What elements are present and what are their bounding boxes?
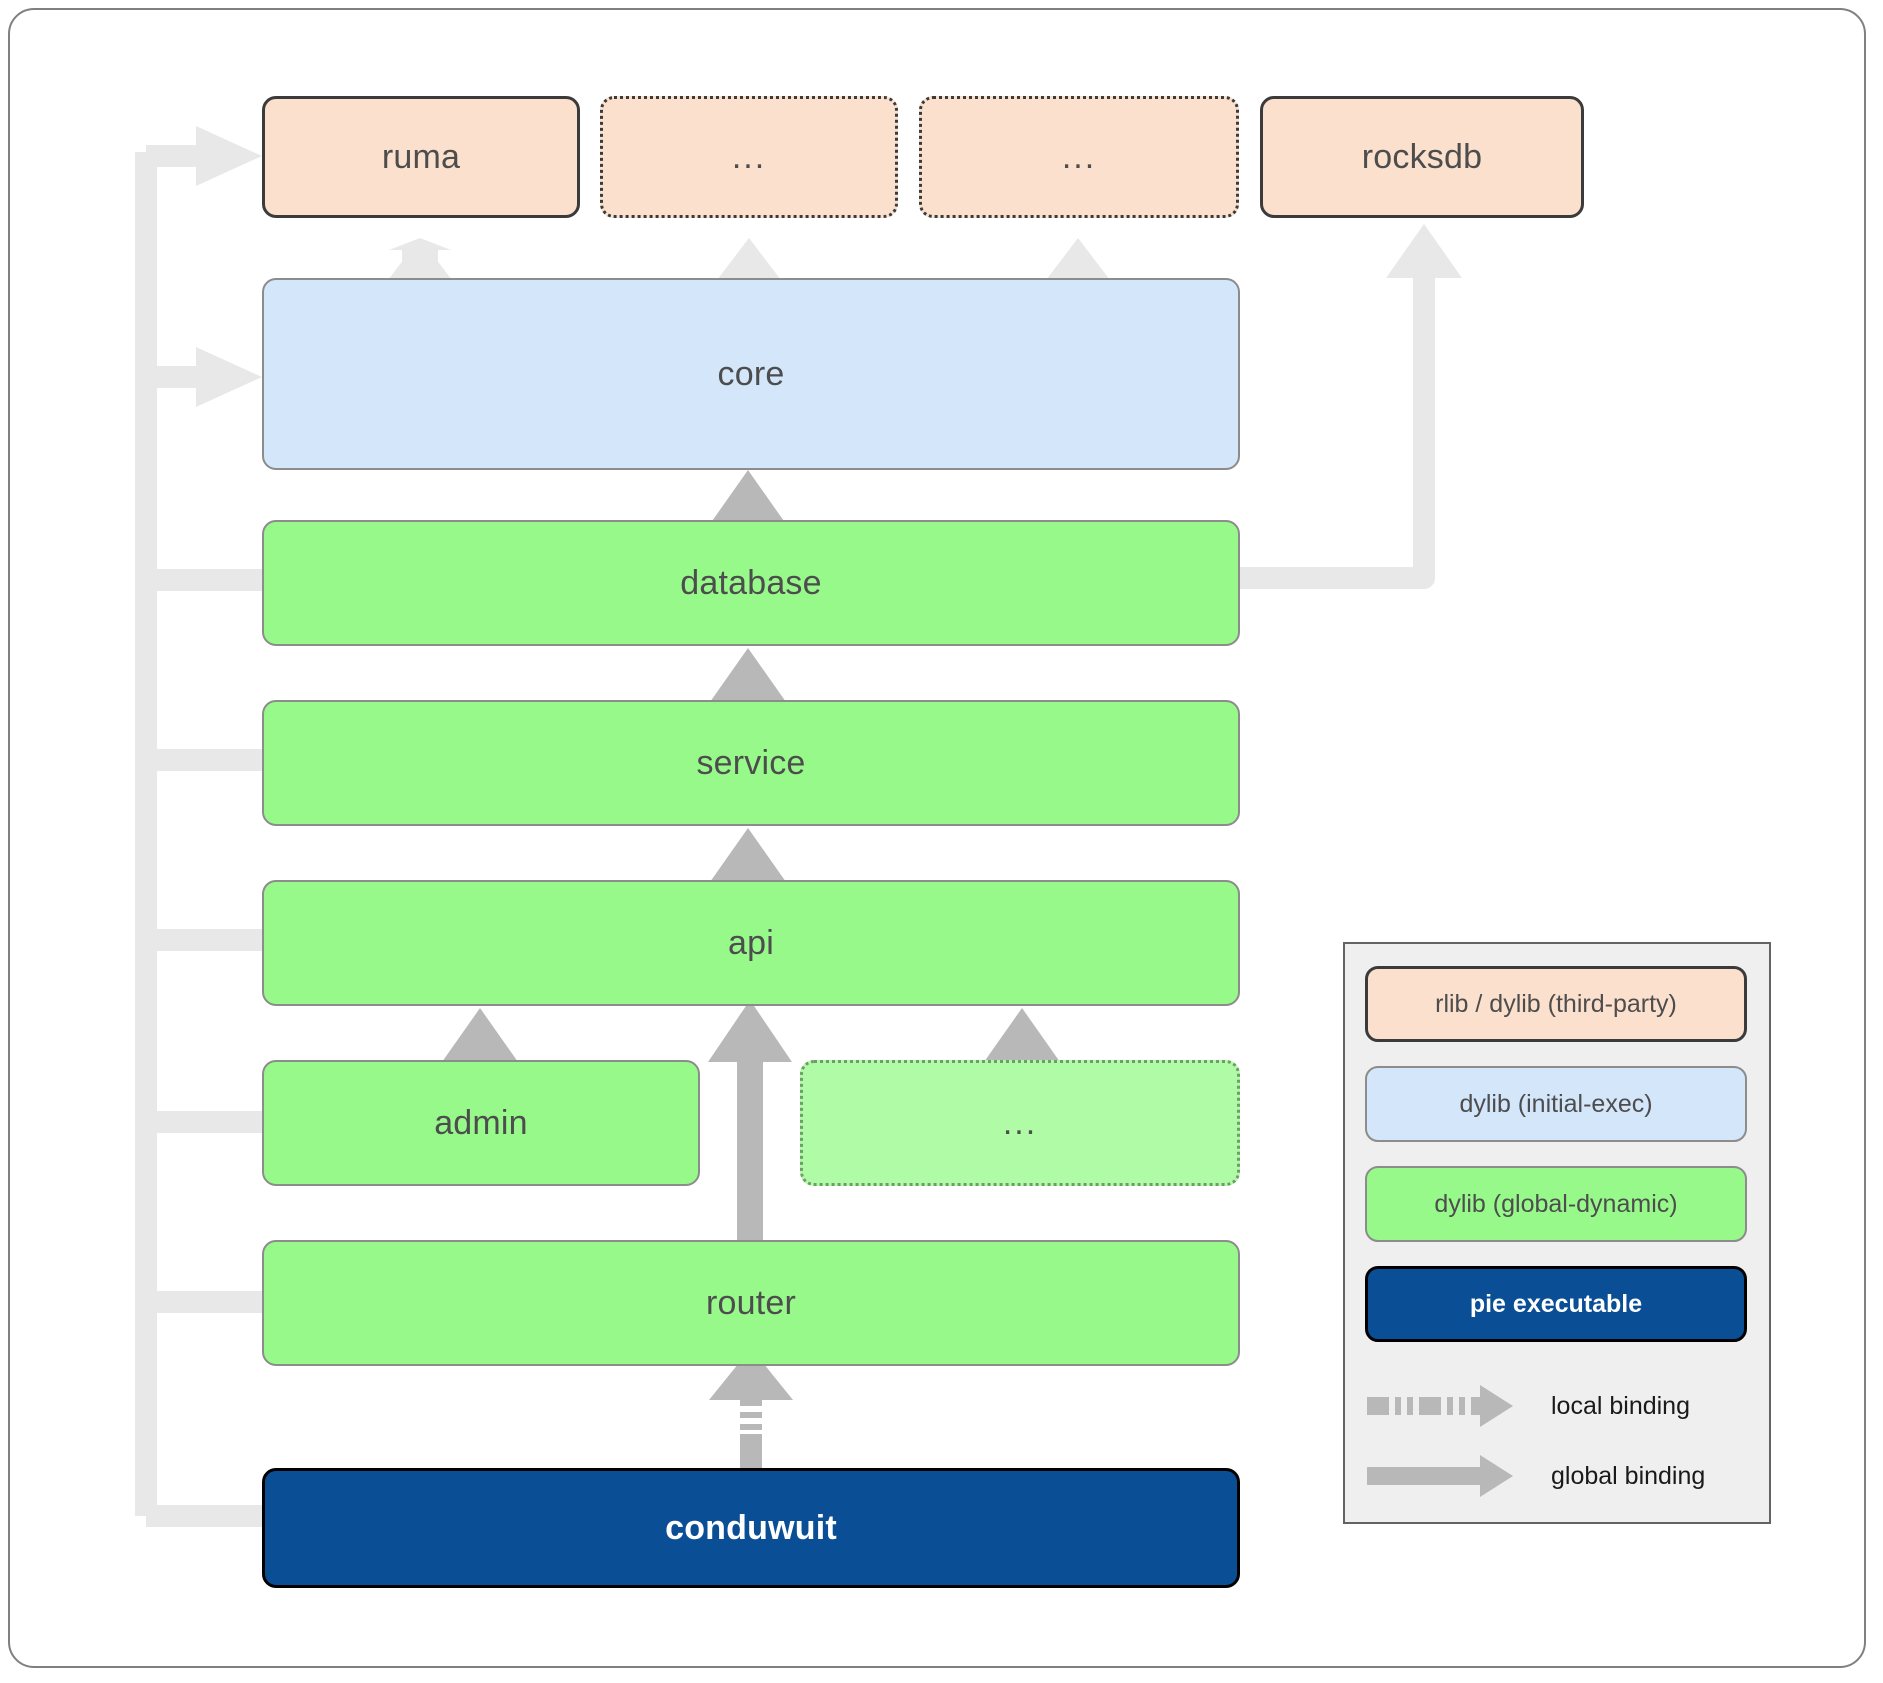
node-database[interactable]: database	[262, 520, 1240, 646]
node-global-dynamic-etc[interactable]: ...	[800, 1060, 1240, 1186]
node-label: database	[680, 563, 822, 602]
legend-label-global-binding: global binding	[1551, 1461, 1706, 1490]
node-label: conduwuit	[665, 1508, 837, 1547]
legend-chip-label: dylib (initial-exec)	[1459, 1089, 1653, 1118]
node-ruma[interactable]: ruma	[262, 96, 580, 218]
node-label: rocksdb	[1361, 137, 1483, 176]
node-third-party-etc-2[interactable]: ...	[919, 96, 1239, 218]
node-service[interactable]: service	[262, 700, 1240, 826]
legend-chip-label: pie executable	[1469, 1289, 1643, 1318]
node-admin[interactable]: admin	[262, 1060, 700, 1186]
node-label: router	[705, 1283, 797, 1322]
node-rocksdb[interactable]: rocksdb	[1260, 96, 1584, 218]
node-label: api	[728, 923, 774, 962]
legend-label-local-binding: local binding	[1551, 1391, 1690, 1420]
node-label: service	[696, 743, 806, 782]
legend-chip-label: rlib / dylib (third-party)	[1435, 989, 1677, 1018]
node-label: admin	[434, 1103, 528, 1142]
node-conduwuit[interactable]: conduwuit	[262, 1468, 1240, 1588]
legend-chip-third-party: rlib / dylib (third-party)	[1365, 966, 1747, 1042]
node-router[interactable]: router	[262, 1240, 1240, 1366]
local-binding-arrow-icon	[1367, 1385, 1513, 1427]
node-third-party-etc-1[interactable]: ...	[600, 96, 898, 218]
legend-chip-label: dylib (global-dynamic)	[1434, 1189, 1678, 1218]
legend-chip-pie-executable: pie executable	[1365, 1266, 1747, 1342]
legend-panel: rlib / dylib (third-party) dylib (initia…	[1343, 942, 1771, 1524]
node-label: ...	[731, 137, 767, 176]
node-label: ...	[1002, 1103, 1038, 1142]
node-label: ruma	[381, 137, 461, 176]
node-label: ...	[1061, 137, 1097, 176]
node-core[interactable]: core	[262, 278, 1240, 470]
legend-row-local-binding: local binding	[1365, 1378, 1755, 1434]
node-api[interactable]: api	[262, 880, 1240, 1006]
node-label: core	[717, 354, 785, 393]
global-binding-arrow-icon	[1367, 1455, 1513, 1497]
legend-chip-initial-exec: dylib (initial-exec)	[1365, 1066, 1747, 1142]
legend-row-global-binding: global binding	[1365, 1448, 1755, 1504]
legend-chip-global-dynamic: dylib (global-dynamic)	[1365, 1166, 1747, 1242]
